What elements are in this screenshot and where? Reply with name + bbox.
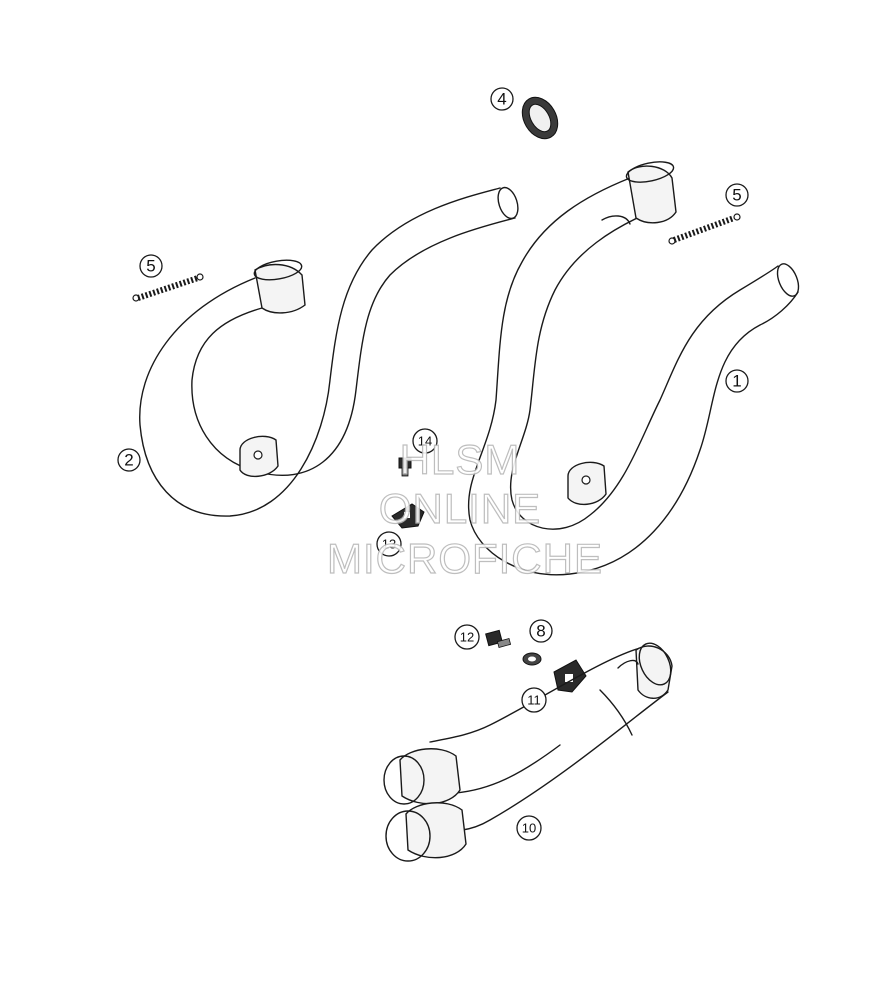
watermark-line-1: HLSM (400, 436, 521, 483)
callout-1: 1 (725, 369, 749, 393)
callout-1-label: 1 (732, 372, 741, 391)
callout-14: 14 (412, 428, 438, 454)
callout-14-label: 14 (418, 434, 432, 449)
callout-5-right-label: 5 (732, 186, 741, 205)
washer-part-8[interactable] (522, 652, 542, 666)
callout-5-left: 5 (139, 254, 163, 278)
clip-part-13[interactable] (391, 503, 425, 529)
callout-13: 13 (376, 531, 402, 557)
header-pipe-2[interactable] (139, 185, 522, 517)
callout-11-label: 11 (527, 693, 541, 708)
callout-8-label: 8 (536, 622, 545, 641)
spring-part-5-left[interactable] (132, 273, 204, 302)
bolt-part-14[interactable] (398, 457, 412, 477)
gasket-part-4[interactable] (515, 91, 565, 145)
spring-part-5-right[interactable] (668, 213, 741, 245)
watermark: HLSM ONLINE MICROFICHE (326, 435, 603, 582)
callout-5-left-label: 5 (146, 257, 155, 276)
callout-12-label: 12 (460, 630, 474, 645)
callout-10-label: 10 (522, 821, 536, 836)
watermark-line-3: MICROFICHE (327, 535, 603, 582)
callout-4-label: 4 (497, 90, 506, 109)
watermark-line-2: ONLINE (379, 485, 541, 532)
callout-10: 10 (516, 815, 542, 841)
callout-2-label: 2 (124, 451, 133, 470)
callout-4: 4 (490, 87, 514, 111)
clip-part-11[interactable] (553, 659, 587, 693)
header-pipe-1[interactable] (468, 158, 803, 576)
callout-8: 8 (529, 619, 553, 643)
callout-12: 12 (454, 624, 480, 650)
y-pipe-part-10[interactable] (383, 638, 677, 862)
callout-11: 11 (521, 687, 547, 713)
bolt-part-12[interactable] (485, 629, 512, 648)
callout-13-label: 13 (382, 537, 396, 552)
callout-5-right: 5 (725, 183, 749, 207)
callout-2: 2 (117, 448, 141, 472)
